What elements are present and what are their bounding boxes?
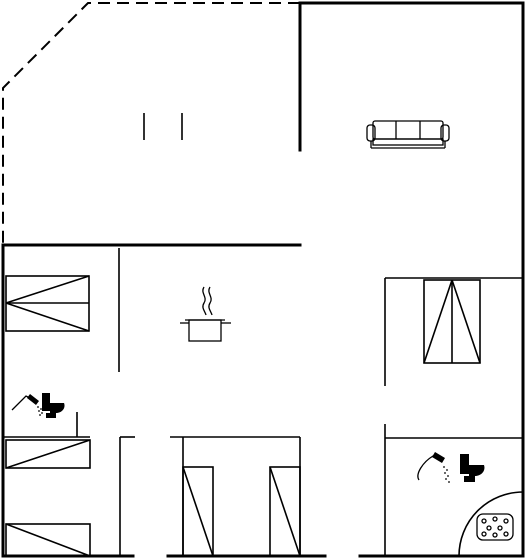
whirlpool-jets xyxy=(481,516,509,538)
whirlpool-tub-icon xyxy=(458,491,524,557)
single-bed-icon xyxy=(5,523,91,557)
double-bed-icon xyxy=(423,279,481,364)
terrace-outline xyxy=(2,2,300,245)
shower-icon xyxy=(417,452,450,483)
toilet-icon xyxy=(42,393,65,418)
door-marker-icon xyxy=(143,113,183,140)
shower-icon xyxy=(11,394,43,416)
toilet-icon xyxy=(460,454,485,482)
single-bed-icon xyxy=(269,466,301,557)
cooking-pot-icon xyxy=(180,286,231,342)
single-bed-icon xyxy=(182,466,214,557)
sofa-icon xyxy=(366,120,450,149)
double-bed-icon xyxy=(5,275,90,332)
single-bed-icon xyxy=(5,439,91,469)
